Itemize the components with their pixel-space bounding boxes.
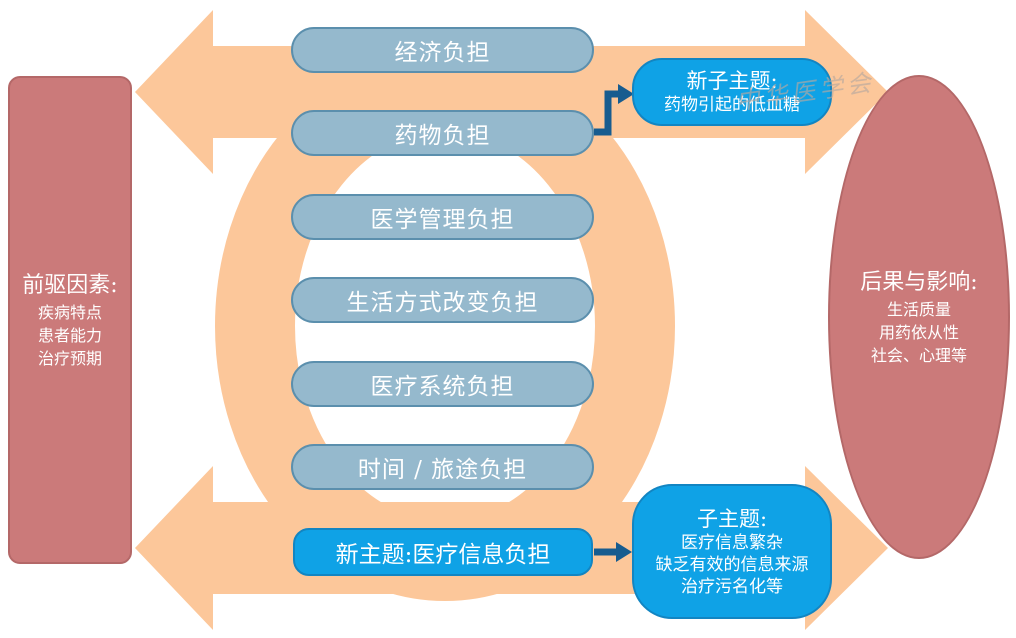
- connector-straight-arrowhead: [616, 542, 632, 562]
- connector-elbow-arrow: [594, 90, 620, 136]
- subtheme-item: 医疗信息繁杂: [681, 532, 783, 553]
- antecedents-title: 前驱因素:: [22, 272, 118, 298]
- consequences-item: 生活质量: [886, 299, 951, 319]
- antecedents-item: 治疗预期: [37, 348, 102, 368]
- consequences-title: 后果与影响:: [860, 269, 978, 295]
- new-theme-info-burden: 新主题:医疗信息负担: [293, 528, 593, 576]
- new-subtheme-title: 新子主题:: [686, 69, 778, 93]
- subtheme-item: 治疗污名化等: [681, 576, 783, 597]
- antecedents-box: 前驱因素: 疾病特点 患者能力 治疗预期: [8, 76, 132, 564]
- consequences-oval: 后果与影响: 生活质量 用药依从性 社会、心理等: [828, 75, 1010, 559]
- burden-time-travel: 时间 / 旅途负担: [291, 444, 594, 490]
- burden-medication: 药物负担: [291, 110, 594, 156]
- new-subtheme-bubble: 新子主题: 药物引起的低血糖: [632, 58, 832, 126]
- connector-elbow-arrowhead: [618, 84, 634, 104]
- new-subtheme-item: 药物引起的低血糖: [664, 95, 800, 115]
- burden-economic: 经济负担: [291, 27, 594, 73]
- antecedents-item: 患者能力: [37, 325, 102, 345]
- burden-healthcare-system: 医疗系统负担: [291, 361, 594, 407]
- consequences-item: 用药依从性: [878, 322, 959, 342]
- burden-medical-management: 医学管理负担: [291, 194, 594, 240]
- burden-lifestyle-change: 生活方式改变负担: [291, 277, 594, 323]
- subtheme-item: 缺乏有效的信息来源: [655, 554, 809, 575]
- central-ring: [215, 51, 675, 601]
- antecedents-item: 疾病特点: [37, 302, 102, 322]
- consequences-item: 社会、心理等: [870, 345, 967, 365]
- subtheme-bubble: 子主题: 医疗信息繁杂 缺乏有效的信息来源 治疗污名化等: [632, 484, 832, 619]
- subtheme-title: 子主题:: [696, 506, 768, 531]
